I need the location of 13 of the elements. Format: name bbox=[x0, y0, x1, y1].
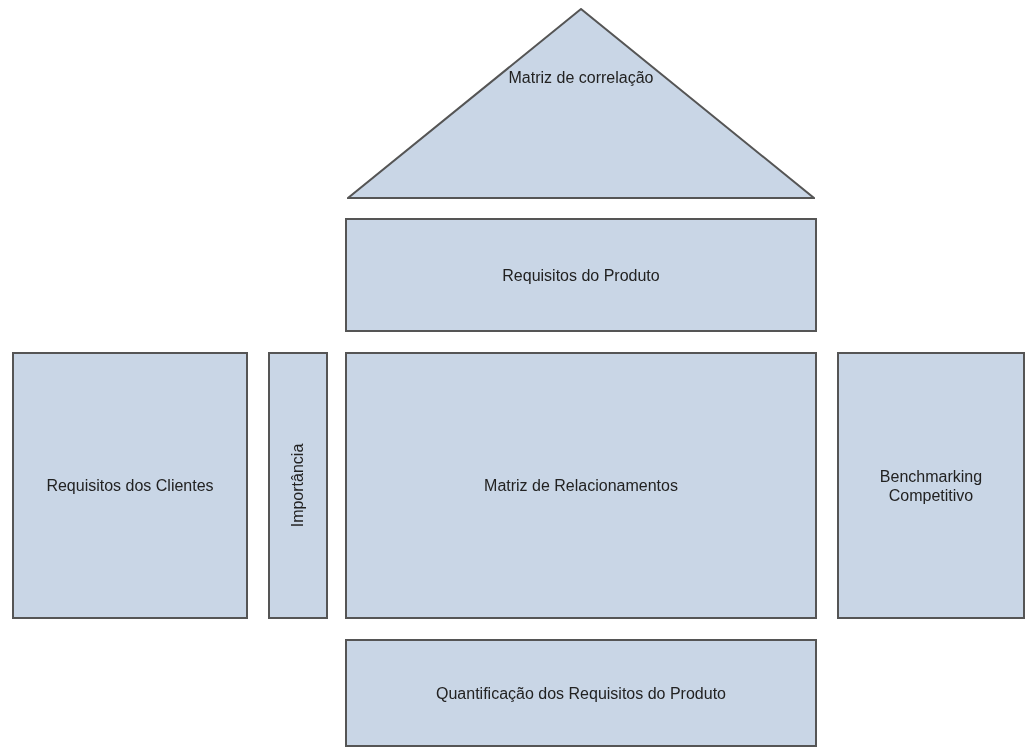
box-label: Importância bbox=[288, 443, 308, 528]
customer-requirements-box bbox=[12, 352, 248, 619]
box-label: Requisitos do Produto bbox=[502, 265, 660, 285]
relationship-matrix-box bbox=[345, 352, 817, 619]
box-label: Benchmarking Competitivo bbox=[878, 466, 984, 505]
box-label: Requisitos dos Clientes bbox=[46, 476, 214, 495]
quantification-box bbox=[345, 639, 817, 747]
benchmarking-box bbox=[837, 352, 1025, 619]
box-label: Quantificação dos Requisitos do Produto bbox=[436, 683, 726, 703]
box-label: Matriz de Relacionamentos bbox=[484, 476, 678, 495]
box-label: Matriz de correlação bbox=[508, 68, 654, 87]
product-requirements-box bbox=[345, 218, 817, 332]
importance-box bbox=[268, 352, 328, 619]
